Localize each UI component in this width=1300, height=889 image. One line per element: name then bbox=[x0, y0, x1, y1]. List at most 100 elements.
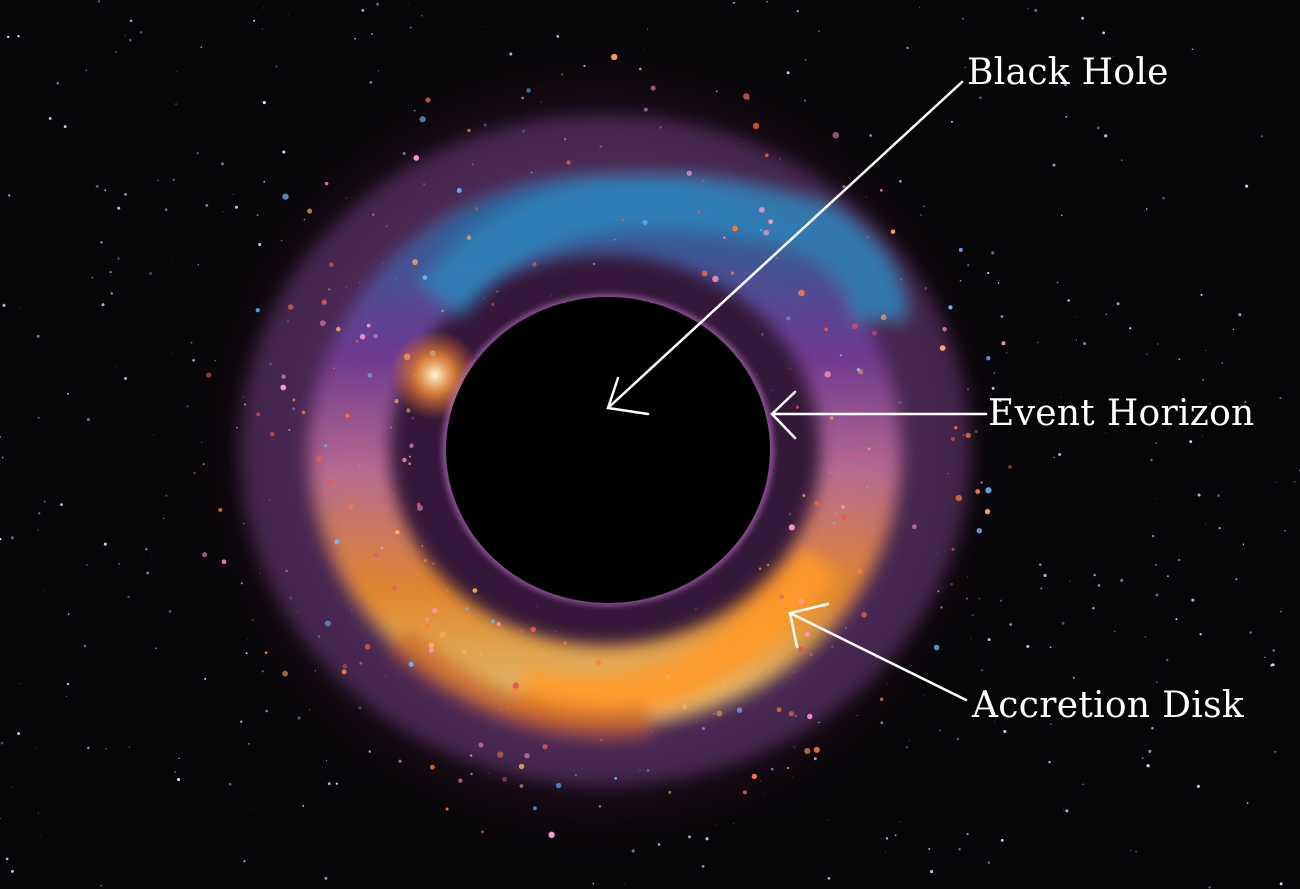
star bbox=[1027, 8, 1029, 10]
particle bbox=[759, 228, 763, 232]
particle bbox=[842, 185, 846, 189]
particle bbox=[879, 697, 884, 702]
particle bbox=[398, 590, 401, 593]
star bbox=[1205, 523, 1207, 525]
particle bbox=[732, 225, 738, 232]
star bbox=[1120, 159, 1123, 161]
particle bbox=[421, 545, 424, 547]
star bbox=[994, 721, 996, 723]
star bbox=[1067, 299, 1070, 302]
star bbox=[228, 783, 232, 786]
star bbox=[66, 392, 69, 395]
particle bbox=[788, 711, 795, 717]
particle bbox=[341, 669, 347, 675]
particle bbox=[682, 704, 688, 710]
star bbox=[1272, 649, 1276, 652]
particle bbox=[467, 128, 471, 133]
star bbox=[1197, 493, 1201, 497]
star bbox=[1238, 313, 1242, 317]
star bbox=[1246, 802, 1249, 805]
particle bbox=[526, 88, 531, 93]
star bbox=[1081, 16, 1085, 20]
star bbox=[899, 821, 901, 822]
star bbox=[951, 120, 953, 123]
star bbox=[1120, 578, 1124, 582]
particle bbox=[566, 160, 571, 165]
star bbox=[1221, 362, 1224, 364]
star bbox=[1026, 644, 1030, 648]
star bbox=[1284, 529, 1286, 532]
star bbox=[97, 0, 100, 3]
star bbox=[205, 203, 209, 207]
star bbox=[114, 51, 117, 53]
particle bbox=[466, 235, 472, 240]
particle bbox=[380, 546, 384, 550]
particle bbox=[402, 457, 407, 463]
particle bbox=[813, 746, 820, 753]
star bbox=[63, 125, 67, 129]
star bbox=[1274, 750, 1277, 753]
event-horizon-shape bbox=[446, 297, 770, 603]
star bbox=[1189, 440, 1193, 443]
star bbox=[1060, 396, 1062, 398]
star bbox=[1040, 587, 1043, 590]
star bbox=[987, 271, 990, 275]
star bbox=[1104, 134, 1108, 138]
particle bbox=[610, 53, 618, 61]
star bbox=[1043, 573, 1047, 578]
star bbox=[101, 303, 105, 307]
star bbox=[884, 852, 886, 853]
star bbox=[1196, 784, 1200, 788]
particle bbox=[367, 372, 373, 378]
star bbox=[408, 3, 410, 5]
particle bbox=[478, 742, 484, 748]
star bbox=[128, 746, 131, 748]
star bbox=[1232, 328, 1234, 330]
particle bbox=[342, 663, 348, 669]
particle bbox=[366, 323, 371, 328]
particle bbox=[786, 316, 791, 321]
particle bbox=[321, 299, 327, 305]
star bbox=[56, 82, 59, 85]
particle bbox=[425, 97, 431, 103]
star bbox=[139, 30, 143, 34]
star bbox=[804, 59, 807, 61]
particle bbox=[292, 398, 296, 402]
particle bbox=[425, 617, 429, 622]
particle bbox=[206, 372, 212, 378]
star bbox=[1178, 558, 1181, 562]
star bbox=[956, 738, 959, 740]
particle bbox=[779, 594, 785, 600]
particle bbox=[665, 674, 671, 680]
star bbox=[104, 189, 107, 192]
star bbox=[177, 778, 181, 782]
particle bbox=[880, 189, 883, 192]
star bbox=[11, 870, 14, 873]
star bbox=[60, 503, 63, 506]
particle bbox=[359, 333, 366, 340]
particle bbox=[857, 568, 863, 575]
star bbox=[1249, 631, 1252, 634]
star bbox=[40, 835, 42, 837]
particle bbox=[240, 582, 244, 585]
particle bbox=[458, 778, 463, 783]
particle bbox=[408, 661, 414, 667]
star bbox=[222, 211, 224, 213]
particle bbox=[701, 727, 705, 731]
star bbox=[1141, 757, 1144, 759]
star bbox=[36, 746, 38, 748]
particle bbox=[798, 598, 804, 605]
star bbox=[979, 96, 982, 100]
star bbox=[117, 257, 120, 260]
particle bbox=[355, 340, 359, 343]
star bbox=[786, 71, 790, 75]
star bbox=[1049, 646, 1052, 649]
accretion-disk bbox=[240, 115, 970, 785]
star bbox=[17, 34, 20, 38]
star bbox=[997, 282, 1000, 284]
particle bbox=[592, 262, 595, 266]
star bbox=[987, 861, 991, 864]
star bbox=[1102, 31, 1106, 35]
particle bbox=[456, 188, 462, 194]
star bbox=[262, 101, 266, 105]
